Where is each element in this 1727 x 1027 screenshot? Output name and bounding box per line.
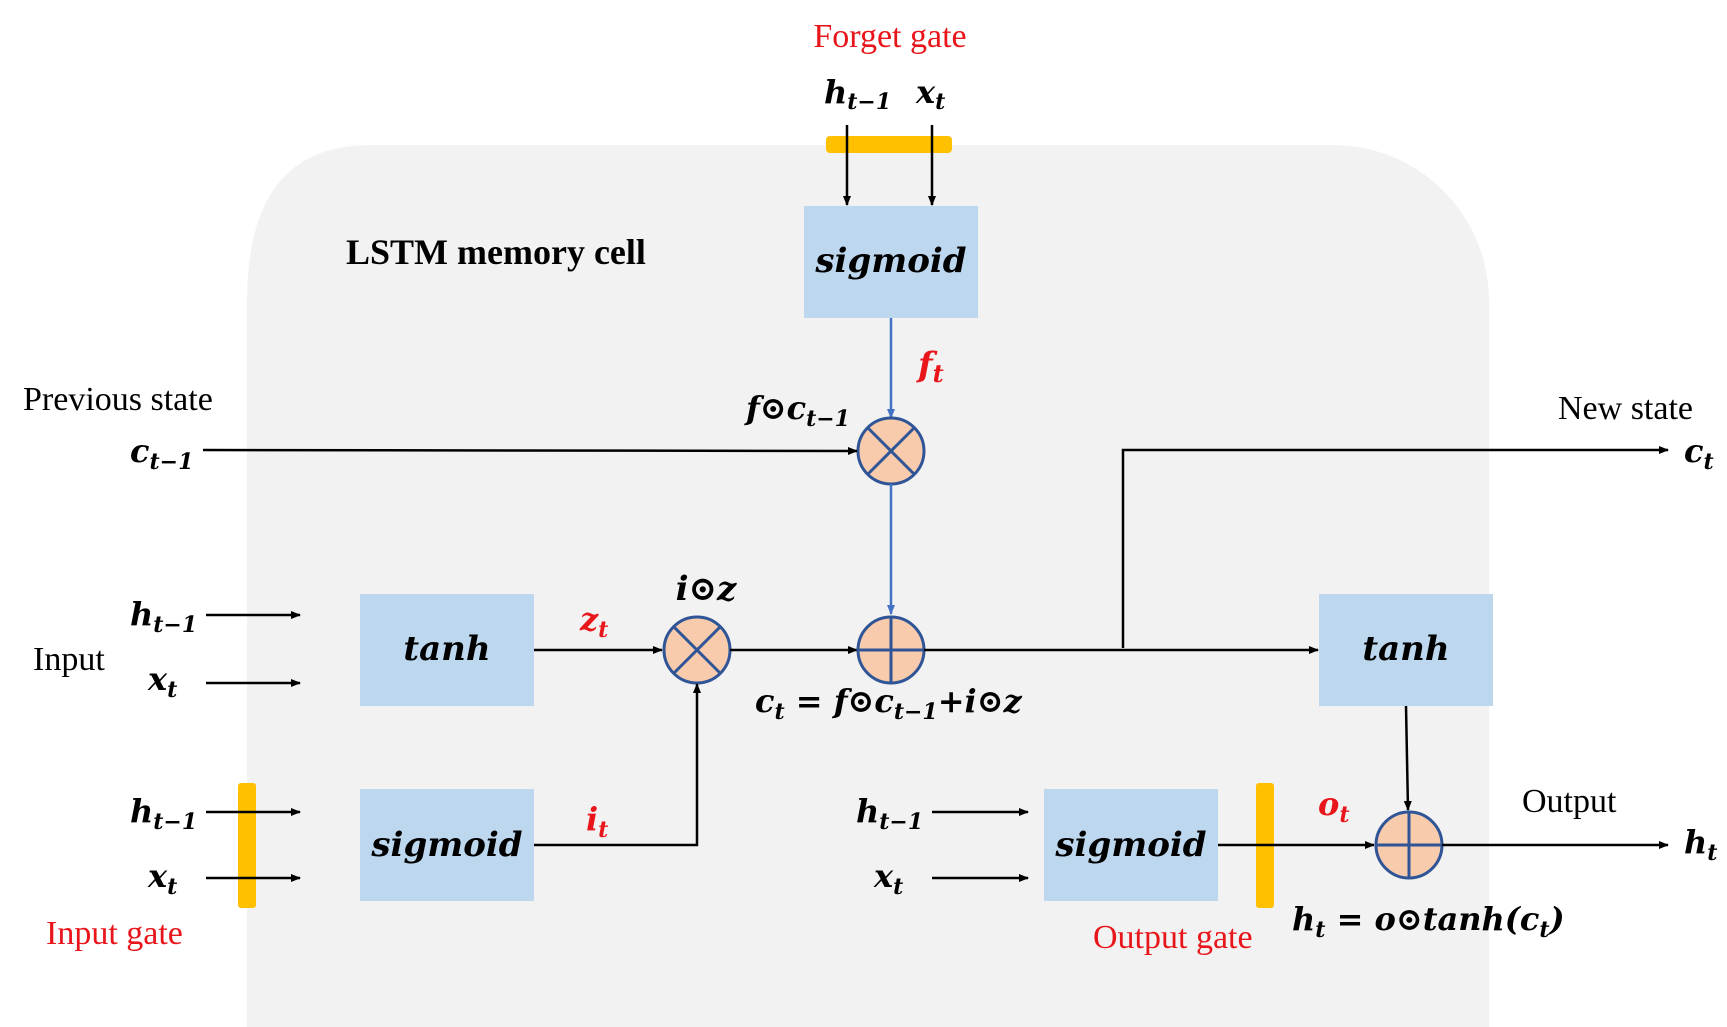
output-tanh-label: tanh [1362,629,1449,669]
input-multiply-operator [662,615,732,685]
output-sigmoid-block [1044,789,1218,901]
forget-gate-bar [826,136,952,153]
previous-state-label: Previous state [23,381,213,418]
input-gate-label: Input gate [46,915,183,952]
input-label: Input [33,641,105,678]
tanh-to-add-arrow [1403,705,1412,811]
output-operator [1374,810,1444,880]
f-t-label: ft [916,345,944,388]
c-t-label: ct [1684,432,1714,475]
output-x-t: xt [873,857,903,900]
z-t-label: zt [579,600,608,643]
input-gate-h-prev: ht−1 [130,792,197,835]
forget-multiply-operator [856,416,926,486]
i-t-arrow [534,683,701,847]
forget-x-t: xt [915,73,945,115]
output-label: Output [1522,783,1617,820]
forget-gate-label: Forget gate [813,18,966,55]
forget-h-prev: ht−1 [824,73,891,115]
input-gate-bar [238,783,256,908]
hidden-update-equation: ht = o⊙tanh(ct) [1292,900,1565,943]
output-sigmoid-label: sigmoid [1054,825,1206,865]
output-tanh-block [1319,594,1493,706]
h-t-label: ht [1684,823,1717,866]
output-h-prev: ht−1 [856,792,923,835]
cell-update-equation: ct = f⊙ct−1+i⊙z [755,682,1023,725]
c-prev-arrow [202,446,858,455]
input-tanh-label: tanh [403,629,490,669]
c-prev-label: ct−1 [130,432,193,475]
o-t-label: ot [1318,785,1350,828]
cell-title: LSTM memory cell [346,232,646,272]
cell-add-operator [856,615,926,685]
i-t-label: it [586,800,608,843]
input-tanh-block [360,594,534,706]
input-product-label: i⊙z [676,569,737,609]
new-state-label: New state [1558,390,1693,427]
output-gate-label: Output gate [1093,919,1253,956]
input-gate-x-t: xt [147,857,177,900]
input-h-prev: ht−1 [130,595,197,638]
input-x-t: xt [147,660,177,703]
input-sigmoid-label: sigmoid [370,825,522,865]
forget-product-label: f⊙ct−1 [744,389,850,432]
forget-sigmoid-block [804,206,978,318]
forget-sigmoid-label: sigmoid [814,241,966,281]
new-state-line [1121,446,1669,648]
input-sigmoid-block [360,789,534,901]
